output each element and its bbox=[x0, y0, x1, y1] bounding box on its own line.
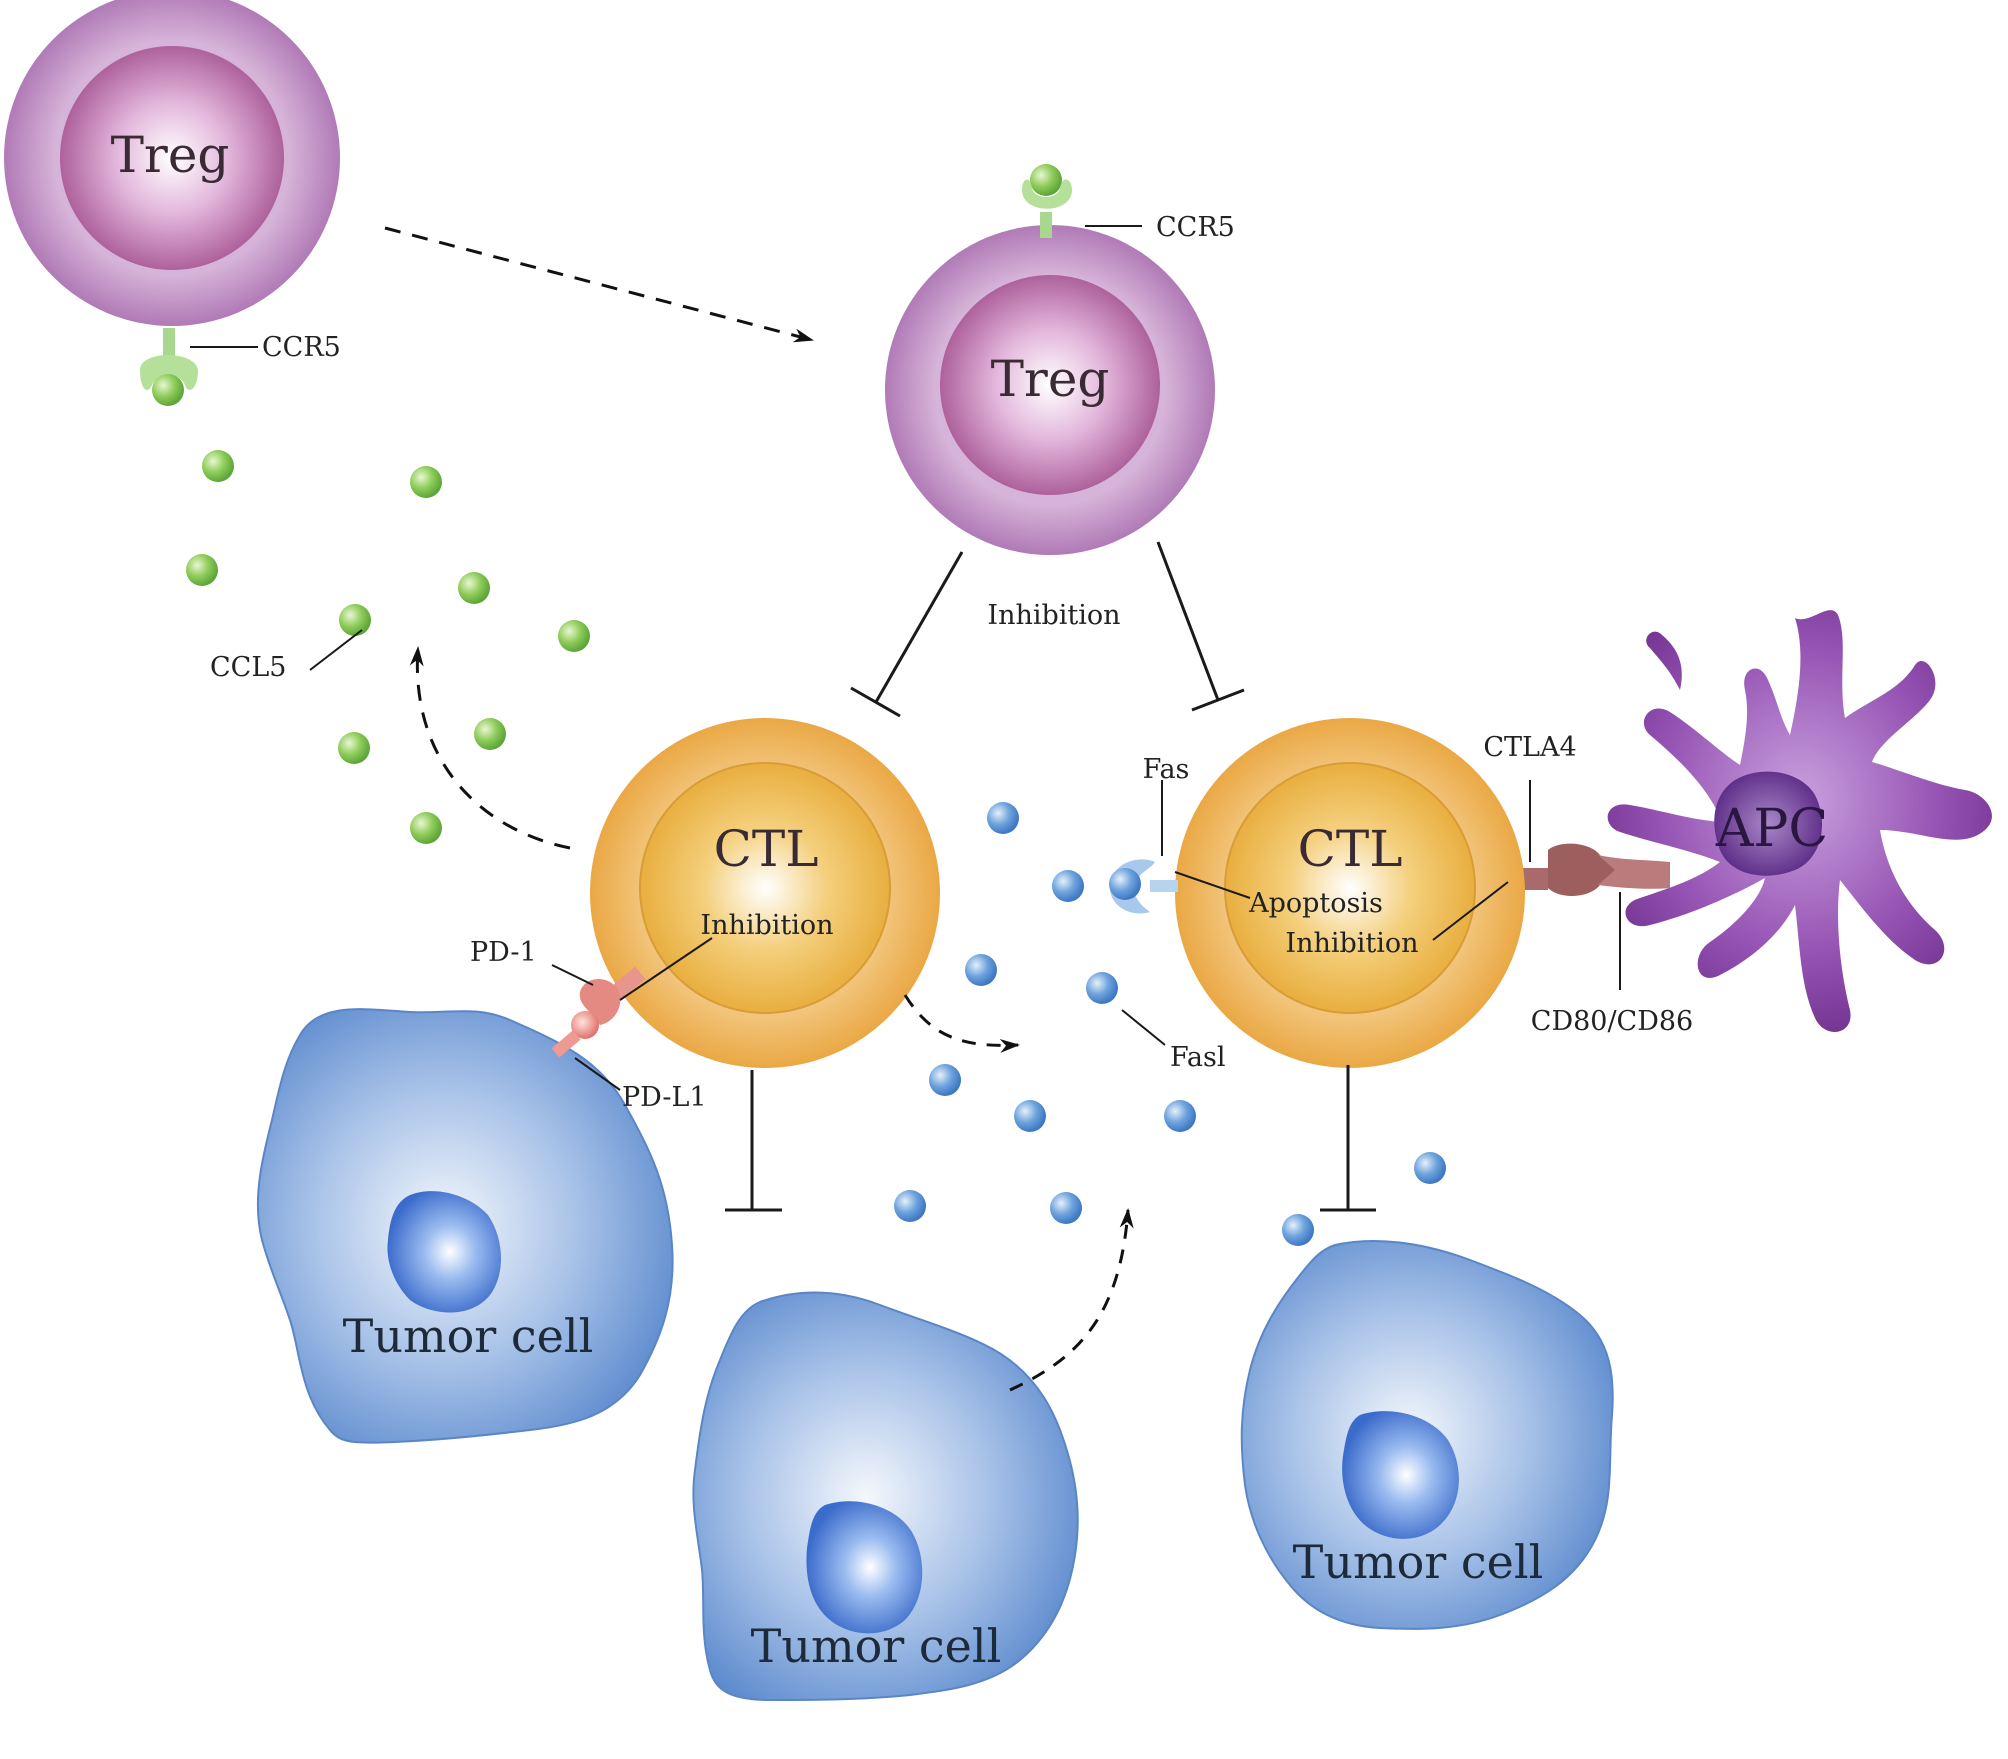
ccr5-label-1: CCR5 bbox=[262, 332, 341, 363]
fas-receptor bbox=[1109, 859, 1178, 914]
inhibition-label-ctl1: Inhibition bbox=[700, 910, 833, 941]
ccl5-particles bbox=[186, 450, 590, 844]
fasl-ball bbox=[987, 802, 1019, 834]
ccl5-ball bbox=[558, 620, 590, 652]
fasl-ball bbox=[1414, 1152, 1446, 1184]
treg-cell-2 bbox=[885, 225, 1215, 555]
cd80-cd86-label: CD80/CD86 bbox=[1531, 1006, 1693, 1037]
leader-lines bbox=[190, 225, 1621, 1091]
ccl5-ball bbox=[338, 732, 370, 764]
fasl-ball bbox=[894, 1190, 926, 1222]
pd1-pdl1-complex bbox=[551, 966, 646, 1058]
ccl5-ball bbox=[410, 812, 442, 844]
apoptosis-label: Apoptosis bbox=[1248, 888, 1383, 919]
pdl1-label: PD-L1 bbox=[622, 1082, 707, 1113]
migration-arrow bbox=[384, 226, 814, 343]
fasl-ball bbox=[1282, 1214, 1314, 1246]
ctl-label-2: CTL bbox=[1298, 820, 1403, 878]
ccr5-receptor-1 bbox=[140, 328, 198, 406]
inhibition-ctl2-to-tumor bbox=[1320, 1065, 1376, 1212]
fasl-ball bbox=[929, 1064, 961, 1096]
ccl5-ball bbox=[186, 554, 218, 586]
tumor-secretion-arrow bbox=[1009, 1208, 1134, 1392]
tumor-label-1: Tumor cell bbox=[343, 1309, 594, 1363]
ccl5-label: CCL5 bbox=[210, 652, 286, 683]
fasl-label: Fasl bbox=[1170, 1042, 1226, 1073]
inhibition-label-treg: Inhibition bbox=[987, 600, 1120, 631]
ctl-label-1: CTL bbox=[714, 820, 819, 878]
tumor-cell-1 bbox=[256, 1008, 674, 1444]
ccl5-ball bbox=[339, 604, 371, 636]
ccl5-ball bbox=[410, 466, 442, 498]
inhibition-treg-to-ctl1 bbox=[850, 551, 964, 718]
treg-label-2: Treg bbox=[991, 350, 1110, 408]
apc-cell bbox=[1607, 610, 1992, 1032]
fasl-particles bbox=[894, 802, 1446, 1246]
fasl-ball bbox=[1164, 1100, 1196, 1132]
fasl-ball bbox=[1086, 972, 1118, 1004]
tumor-cell-2 bbox=[692, 1291, 1079, 1702]
ctl-cell-1 bbox=[590, 718, 940, 1068]
fasl-ball bbox=[1052, 870, 1084, 902]
ctla4-cd80-complex bbox=[1510, 843, 1670, 896]
tumor-cell-3 bbox=[1240, 1240, 1614, 1630]
apc-label: APC bbox=[1715, 799, 1828, 859]
inhibition-treg-to-ctl2 bbox=[1156, 541, 1245, 712]
pd1-label: PD-1 bbox=[470, 937, 537, 968]
fasl-ball bbox=[1050, 1192, 1082, 1224]
tumor-label-3: Tumor cell bbox=[1293, 1535, 1544, 1589]
treg-cell-1 bbox=[4, 0, 340, 326]
fasl-ball bbox=[965, 954, 997, 986]
tumor-label-2: Tumor cell bbox=[751, 1619, 1002, 1673]
treg-label-1: Treg bbox=[111, 126, 230, 184]
inhibition-ctl1-to-tumor bbox=[725, 1070, 782, 1212]
ccl5-secretion-arrow bbox=[409, 646, 571, 850]
ccl5-ball bbox=[458, 572, 490, 604]
ccl5-ball bbox=[202, 450, 234, 482]
ccr5-label-2: CCR5 bbox=[1156, 212, 1235, 243]
fasl-ball bbox=[1014, 1100, 1046, 1132]
ccr5-receptor-2 bbox=[1022, 164, 1072, 238]
ctl-cell-2 bbox=[1175, 718, 1525, 1068]
fasl-secretion-arrow bbox=[903, 994, 1020, 1053]
ccl5-ball bbox=[474, 718, 506, 750]
fas-label: Fas bbox=[1143, 754, 1190, 785]
inhibition-label-ctl2: Inhibition bbox=[1285, 928, 1418, 959]
ctla4-label: CTLA4 bbox=[1483, 732, 1576, 763]
